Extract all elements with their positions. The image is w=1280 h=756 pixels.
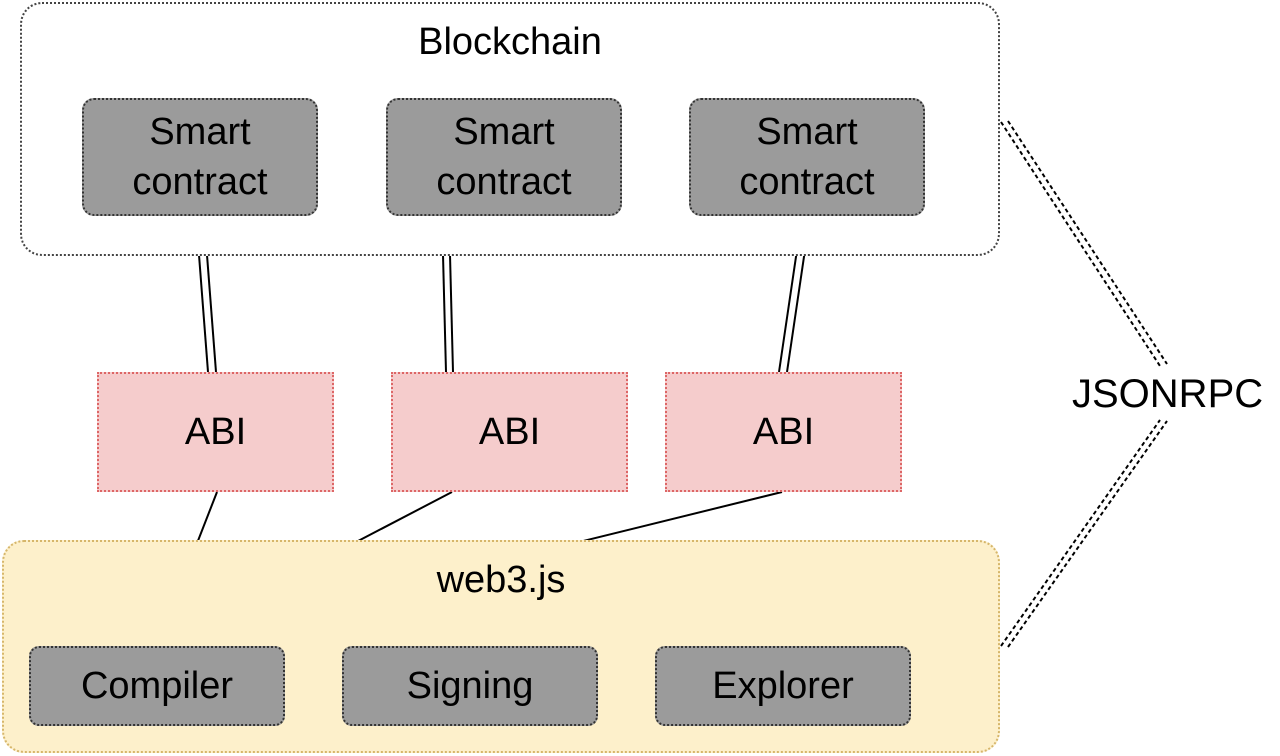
smart-contract-2-label: Smart contract <box>436 111 572 203</box>
abi-1-label: ABI <box>184 411 247 453</box>
compiler-box: Compiler <box>29 646 285 726</box>
jsonrpc-label: JSONRPC <box>1072 372 1264 416</box>
smart-contract-3-label: Smart contract <box>739 111 875 203</box>
explorer-box: Explorer <box>655 646 911 726</box>
explorer-label: Explorer <box>712 665 854 707</box>
web3-title: web3.js <box>436 559 566 601</box>
signing-box: Signing <box>342 646 598 726</box>
jsonrpc-link-top <box>1000 121 1161 367</box>
smart-contract-1: Smart contract <box>82 98 318 216</box>
abi-box-1: ABI <box>97 372 334 492</box>
signing-label: Signing <box>406 665 534 707</box>
abi-3-label: ABI <box>752 411 815 453</box>
abi-box-3: ABI <box>665 372 902 492</box>
smart-contract-3: Smart contract <box>689 98 925 216</box>
jsonrpc-link-bottom <box>1000 419 1161 647</box>
smart-contract-1-label: Smart contract <box>132 111 268 203</box>
blockchain-title: Blockchain <box>418 21 602 63</box>
compiler-label: Compiler <box>80 665 234 707</box>
abi-2-label: ABI <box>478 411 541 453</box>
smart-contract-2: Smart contract <box>386 98 622 216</box>
abi-box-2: ABI <box>391 372 628 492</box>
